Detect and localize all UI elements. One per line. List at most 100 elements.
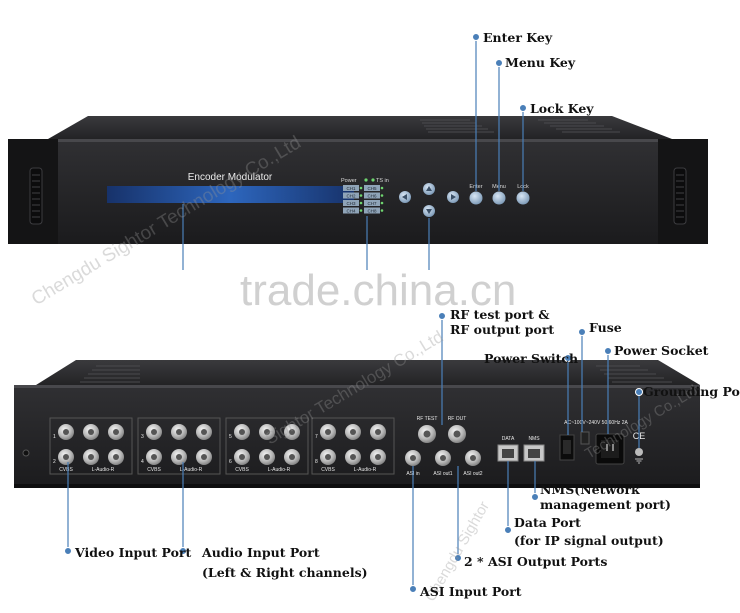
power-indicator-label: Power (341, 178, 357, 184)
up-arrow-icon (426, 186, 432, 191)
channel-indicator (364, 200, 380, 206)
left-arrow-icon (402, 194, 407, 200)
rf-port-label-2: RF output port (450, 322, 555, 337)
channel-indicator-label: CH4 (346, 208, 355, 213)
asi-out1-label: ASI out1 (433, 471, 452, 477)
fuse-holder[interactable] (580, 431, 590, 445)
port-center (289, 454, 295, 460)
lock-button[interactable] (516, 191, 530, 205)
channel-led (380, 194, 384, 197)
input-group-frame (311, 417, 395, 475)
audio-lr-label: L-Audio-R (354, 467, 377, 473)
port-center (375, 429, 381, 435)
port-center (63, 429, 69, 435)
callout-dots (64, 33, 643, 593)
watermark-main: trade.china.cn (240, 266, 517, 315)
channel-indicator-label: CH3 (346, 201, 355, 206)
power-led (364, 178, 368, 182)
group-number: 6 (229, 459, 232, 465)
channel-indicator-label: CH7 (367, 201, 376, 206)
ground-icon (635, 458, 643, 464)
group-number: 2 (53, 459, 56, 465)
grounding-pole[interactable] (635, 448, 643, 456)
nms-label-2: management port) (540, 497, 671, 512)
channel-indicator-label: CH1 (346, 186, 355, 191)
power-switch-label: Power Switch (484, 351, 579, 366)
audio-lr-label: L-Audio-R (180, 467, 203, 473)
port-center (151, 429, 157, 435)
rf-out-label: RF OUT (448, 416, 467, 422)
channel-led (359, 201, 363, 205)
channel-led (380, 209, 384, 212)
port-center (239, 454, 245, 460)
port-center (325, 429, 331, 435)
group-number: 3 (141, 434, 144, 440)
nms-label-1: NMS(Network (540, 482, 640, 497)
rf-port-label-1: RF test port & (450, 307, 550, 322)
channel-indicator (343, 207, 359, 214)
rf-test-label: RF TEST (417, 416, 438, 422)
channel-indicator-label: CH5 (367, 186, 376, 191)
audio-input-label-2: (Left & Right channels) (202, 565, 368, 580)
port-center (151, 454, 157, 460)
port-center (63, 454, 69, 460)
channel-indicator (343, 192, 359, 199)
channel-led (380, 201, 384, 205)
cvbs-label: CVBS (59, 467, 73, 473)
port-center (88, 454, 94, 460)
port-center (264, 454, 270, 460)
channel-indicator (364, 207, 380, 214)
asi-out2-label: ASI out2 (463, 471, 482, 477)
port-center (113, 429, 119, 435)
channel-indicator (343, 200, 359, 206)
channel-led (380, 186, 384, 190)
grounding-pole-label: Grounding Pole (643, 384, 740, 399)
channel-indicator (343, 185, 359, 191)
front-title: Encoder Modulator (188, 172, 273, 183)
lcd-screen (107, 186, 354, 203)
left-handle (29, 167, 43, 225)
channel-led (359, 209, 363, 212)
port-center (176, 429, 182, 435)
group-number: 1 (53, 434, 56, 440)
power-socket-label: Power Socket (614, 343, 709, 358)
port-center (176, 454, 182, 460)
port-center (201, 429, 207, 435)
asi-input-label: ASI Input Port (420, 584, 522, 599)
cvbs-label: CVBS (321, 467, 335, 473)
group-number: 8 (315, 459, 318, 465)
enter-button[interactable] (469, 191, 483, 205)
fuse-label: Fuse (589, 320, 622, 335)
rear-top-surface (36, 360, 700, 385)
data-port-label: DATA (502, 436, 515, 442)
port-center (113, 454, 119, 460)
rear-screw (22, 449, 30, 457)
ts-led (371, 178, 375, 182)
channel-indicator-label: CH6 (367, 193, 376, 198)
input-group-frame (225, 417, 309, 475)
menu-button[interactable] (492, 191, 506, 205)
audio-lr-label: L-Audio-R (268, 467, 291, 473)
ts-in-label: TS in (376, 178, 389, 184)
port-center (264, 429, 270, 435)
nms-port-label: NMS (528, 436, 540, 442)
input-group-frame (137, 417, 221, 475)
channel-led (359, 194, 363, 197)
group-number: 7 (315, 434, 318, 440)
lock-key-label: Lock Key (530, 101, 594, 116)
channel-indicator-label: CH8 (367, 208, 376, 213)
right-arrow-icon (451, 194, 456, 200)
audio-input-label-1: Audio Input Port (202, 545, 320, 560)
right-handle (673, 167, 687, 225)
input-group-frame (49, 417, 133, 475)
port-center (88, 429, 94, 435)
port-center (350, 429, 356, 435)
data-port-label-1: Data Port (514, 515, 581, 530)
menu-key-label: Menu Key (505, 55, 576, 70)
power-rating-label: AC~100V~240V 50/60Hz 2A (564, 420, 628, 426)
